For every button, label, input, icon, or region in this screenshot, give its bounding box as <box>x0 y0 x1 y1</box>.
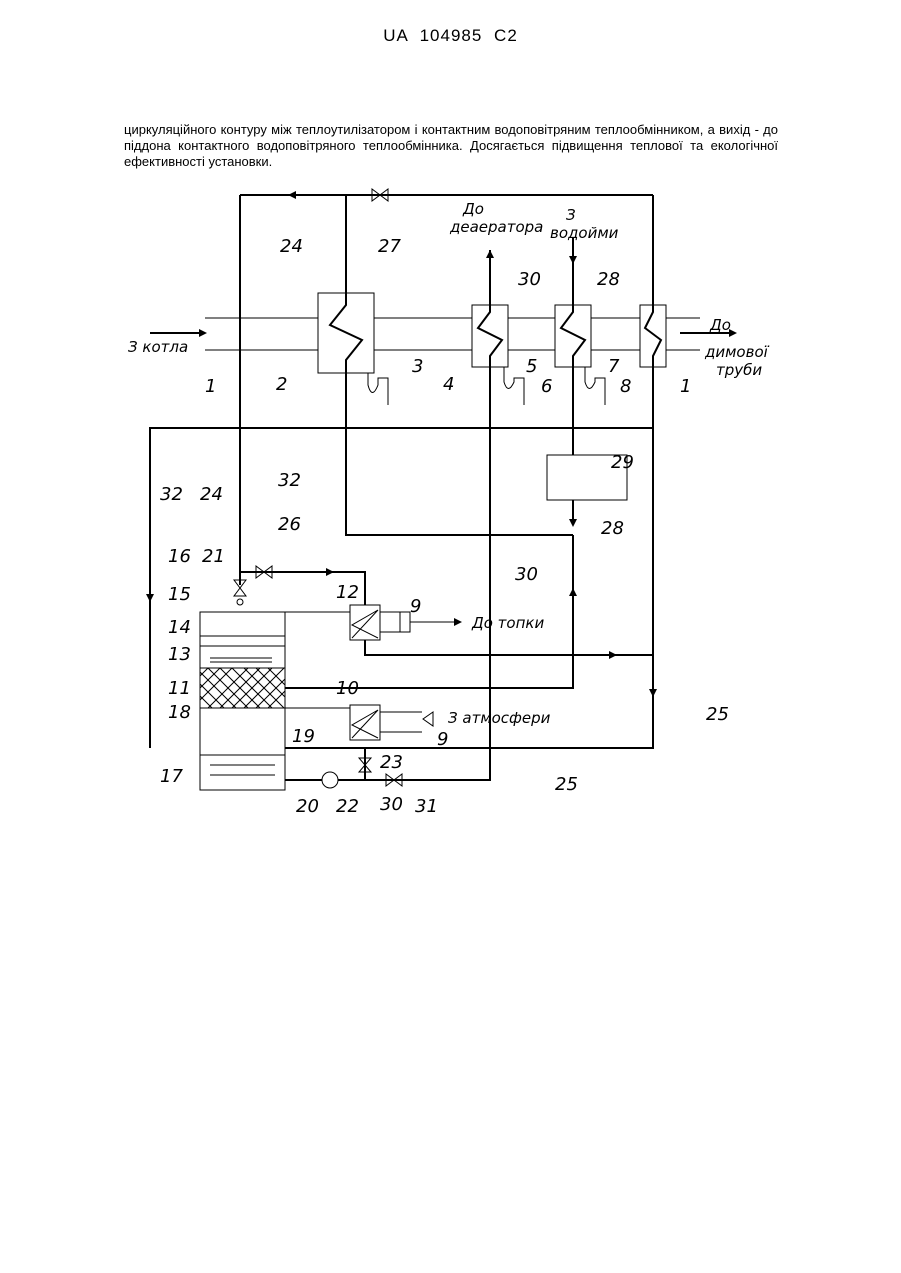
text-to-chimney-2: димової <box>704 343 770 361</box>
label-14: 14 <box>168 617 191 638</box>
text-from-water-1: З <box>566 206 576 224</box>
label-4: 4 <box>443 374 454 395</box>
label-28a: 28 <box>597 269 620 290</box>
label-22: 22 <box>336 796 359 817</box>
text-from-water-2: водойми <box>550 224 619 242</box>
label-31: 31 <box>415 796 438 817</box>
label-1a: 1 <box>205 376 216 397</box>
label-13: 13 <box>168 644 191 665</box>
label-16: 16 <box>168 546 191 567</box>
label-2: 2 <box>276 374 287 395</box>
text-to-deaerator-1: До <box>462 200 484 218</box>
label-12: 12 <box>336 582 359 603</box>
label-23: 23 <box>380 752 403 773</box>
condensate-traps <box>368 367 605 405</box>
label-18: 18 <box>168 702 191 723</box>
label-25b: 25 <box>555 774 578 795</box>
label-30c: 30 <box>380 794 403 815</box>
label-6: 6 <box>541 376 552 397</box>
label-7: 7 <box>608 356 620 377</box>
contact-heat-exchanger <box>200 612 285 790</box>
label-20: 20 <box>296 796 319 817</box>
label-32b: 32 <box>160 484 183 505</box>
text-to-chimney-3: труби <box>716 361 762 379</box>
label-15: 15 <box>168 584 191 605</box>
label-5: 5 <box>526 356 537 377</box>
label-8: 8 <box>620 376 631 397</box>
label-9a: 9 <box>410 596 421 617</box>
text-to-deaerator-2: деаератора <box>449 218 543 236</box>
text-from-atmosphere: З атмосфери <box>448 709 551 727</box>
heat-exchanger-8 <box>640 195 666 375</box>
label-30a: 30 <box>518 269 541 290</box>
label-3: 3 <box>412 356 423 377</box>
label-9b: 9 <box>437 729 448 750</box>
label-28b: 28 <box>601 518 624 539</box>
text-from-boiler: З котла <box>128 338 188 356</box>
nozzle-16 <box>237 599 243 605</box>
text-to-chimney-1: До <box>709 316 731 334</box>
pump-22 <box>322 772 338 788</box>
label-32a: 32 <box>278 470 301 491</box>
label-10: 10 <box>336 678 359 699</box>
label-1b: 1 <box>680 376 691 397</box>
label-30b: 30 <box>515 564 538 585</box>
label-17: 17 <box>160 766 183 787</box>
heat-exchanger-6 <box>555 250 591 375</box>
air-heaters <box>285 605 460 740</box>
label-29: 29 <box>611 452 634 473</box>
label-21: 21 <box>202 546 225 567</box>
label-19: 19 <box>292 726 315 747</box>
label-11: 11 <box>168 678 191 699</box>
label-24a: 24 <box>280 236 303 257</box>
label-24b: 24 <box>200 484 223 505</box>
text-to-furnace: До топки <box>471 614 544 632</box>
label-27: 27 <box>378 236 401 257</box>
label-25a: 25 <box>706 704 729 725</box>
heat-exchanger-2 <box>318 195 374 385</box>
label-26: 26 <box>278 514 301 535</box>
